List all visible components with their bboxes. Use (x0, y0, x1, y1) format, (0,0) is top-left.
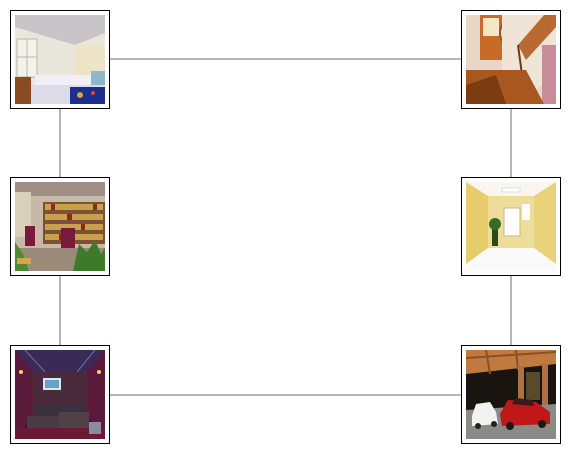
node-hallway[interactable] (461, 10, 561, 109)
corridor-photo-icon (466, 182, 556, 271)
home-theater-photo-icon (15, 350, 105, 439)
library-bookshelf-photo-icon (15, 182, 105, 271)
node-corridor[interactable] (461, 177, 561, 276)
bedroom-photo-icon (15, 15, 105, 104)
node-bedroom[interactable] (10, 10, 110, 109)
node-library[interactable] (10, 177, 110, 276)
hallway-staircase-photo-icon (466, 15, 556, 104)
node-theater[interactable] (10, 345, 110, 444)
garage-cars-photo-icon (466, 350, 556, 439)
node-garage[interactable] (461, 345, 561, 444)
